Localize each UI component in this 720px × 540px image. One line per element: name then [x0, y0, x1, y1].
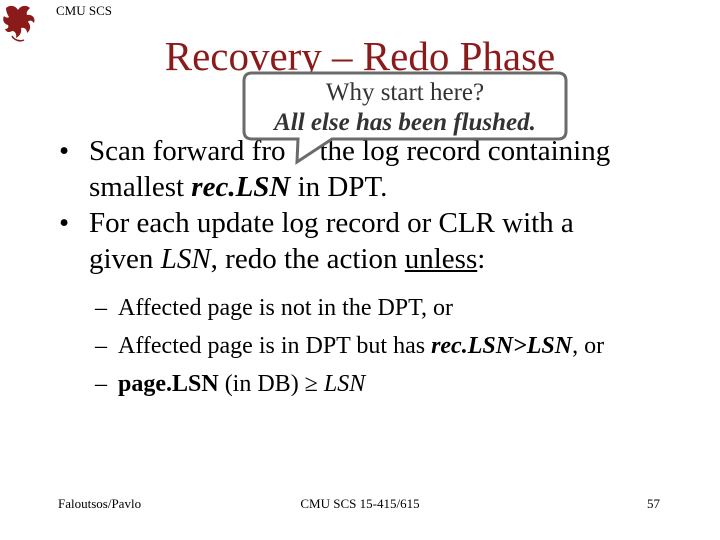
slide-title: Recovery – Redo Phase — [164, 33, 556, 79]
callout-text: Why start here? All else has been flushe… — [244, 78, 566, 138]
term-rec-lsn: rec.LSN — [191, 171, 291, 203]
term-lsn-2: LSN — [323, 371, 366, 397]
condition-list: – Affected page is not in the DPT, or – … — [55, 289, 705, 403]
bullet-dot: • — [59, 207, 70, 239]
unless-underlined: unless — [404, 243, 478, 275]
callout-answer: All else has been flushed. — [274, 109, 536, 136]
org-label: CMU SCS — [56, 3, 112, 18]
term-lsn: LSN — [160, 243, 211, 275]
bullet-for-each-update: • For each update log record or CLR with… — [59, 207, 574, 275]
term-page-lsn: page.LSN — [118, 371, 219, 397]
callout-question: Why start here? — [325, 79, 485, 106]
bullet-dot: • — [59, 135, 70, 167]
page-number: 57 — [647, 496, 660, 511]
footer-authors: Faloutsos/Pavlo — [58, 496, 142, 511]
cmu-griffin-logo — [3, 5, 35, 42]
condition-pagelsn: – page.LSN (in DB) ≥ LSN — [95, 371, 366, 397]
footer-course: CMU SCS 15-415/615 — [300, 496, 420, 511]
condition-reclsn-greater: – Affected page is in DPT but has rec.LS… — [95, 333, 605, 359]
term-reclsn-gt-lsn: rec.LSN>LSN — [431, 333, 573, 359]
condition-not-in-dpt: – Affected page is not in the DPT, or — [95, 295, 454, 321]
